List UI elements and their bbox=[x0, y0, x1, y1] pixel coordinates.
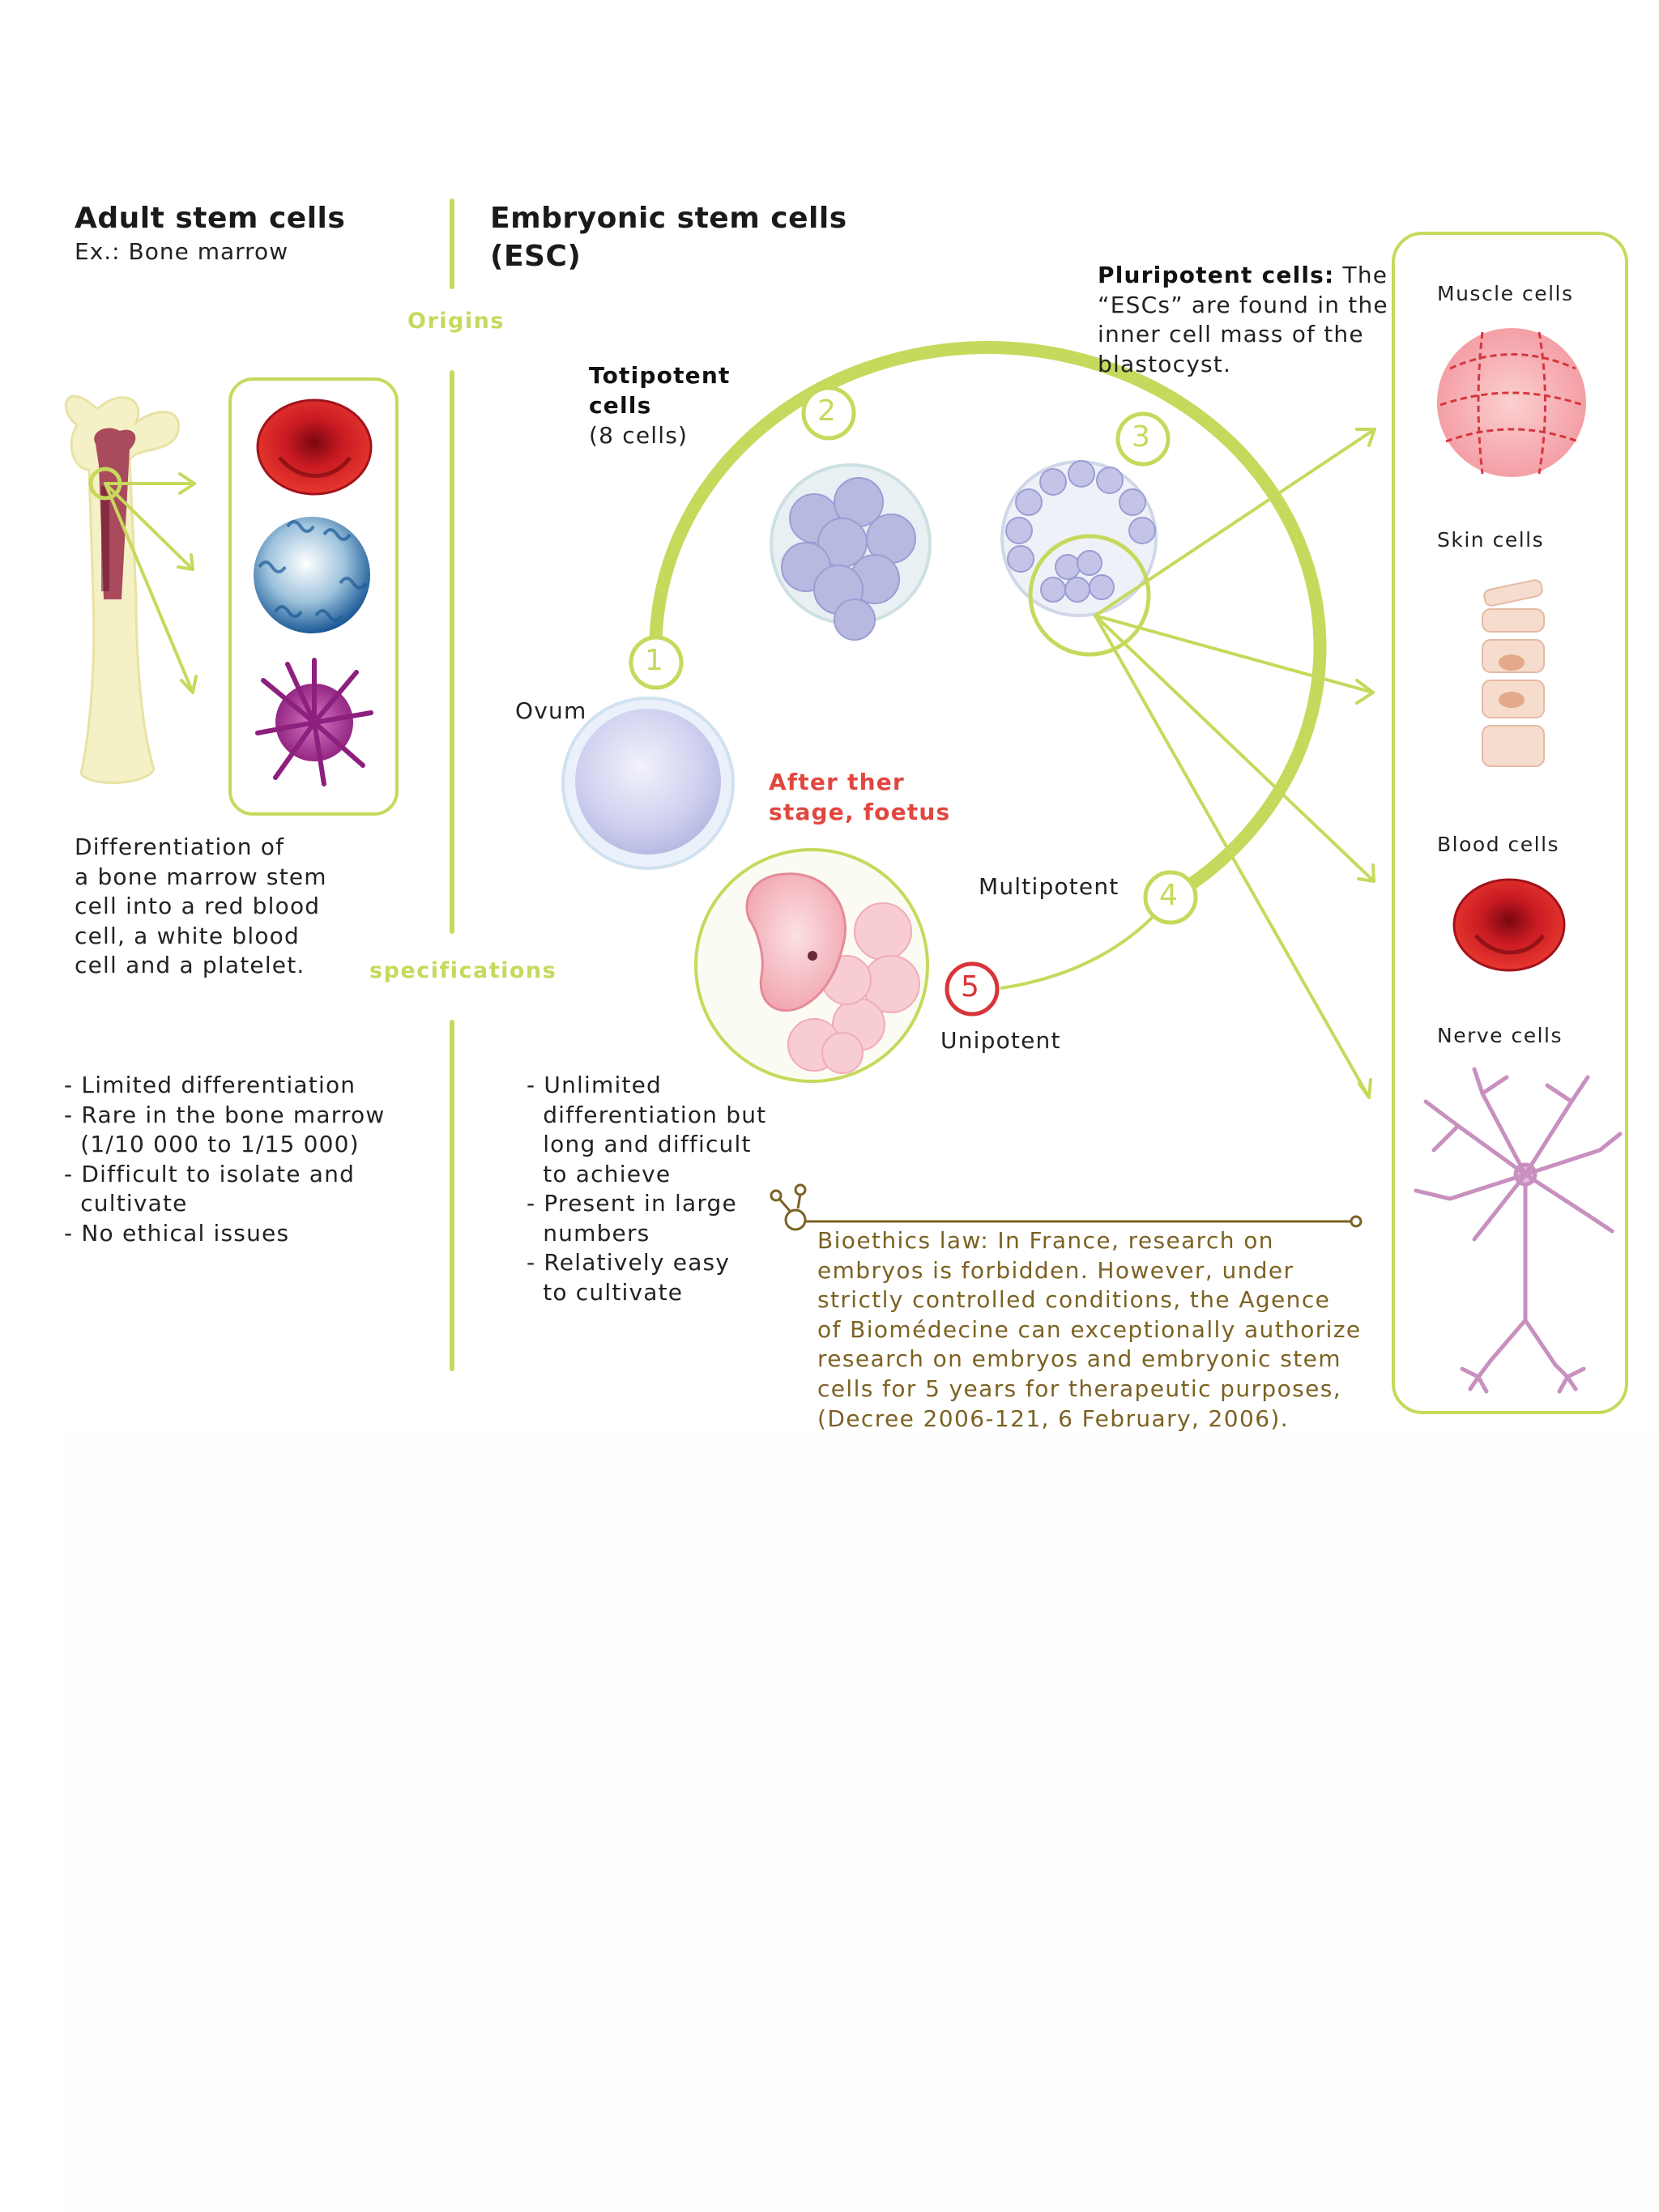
stage-5-number: 5 bbox=[961, 970, 979, 1004]
adult-example: Ex.: Bone marrow bbox=[75, 238, 289, 265]
pluripotent-text-1: The bbox=[1334, 262, 1388, 288]
differentiation-arrows bbox=[1094, 428, 1376, 1099]
bone-illustration bbox=[64, 394, 198, 784]
pluripotent-title: Pluripotent cells: bbox=[1098, 262, 1335, 288]
totipotent-title: Totipotent cells bbox=[589, 362, 731, 419]
stage-5-marker bbox=[945, 961, 1000, 1016]
pluripotent-text-2: “ESCs” are found in the inner cell mass … bbox=[1098, 291, 1388, 377]
esc-title-line-1: Embryonic stem cells bbox=[490, 202, 847, 235]
unipotent-label: Unipotent bbox=[940, 1027, 1061, 1054]
after-stage-foetus-label: After ther stage, foetus bbox=[769, 769, 951, 825]
muscle-cells-label: Muscle cells bbox=[1437, 282, 1574, 305]
esc-specs-list: - Unlimited differentiation but long and… bbox=[527, 1072, 767, 1306]
specifications-label: specifications bbox=[369, 958, 557, 983]
esc-title: Embryonic stem cells (ESC) bbox=[490, 200, 847, 276]
differentiated-cells-panel bbox=[1392, 232, 1628, 1414]
stage-markers bbox=[629, 386, 1198, 925]
marrow-products-box bbox=[228, 377, 399, 816]
blood-cells-label: Blood cells bbox=[1437, 833, 1560, 856]
multipotent-label: Multipotent bbox=[979, 873, 1120, 900]
esc-title-line-2: (ESC) bbox=[490, 239, 582, 273]
ovum-label: Ovum bbox=[515, 697, 587, 724]
adult-stem-cells-title: Adult stem cells bbox=[75, 202, 346, 235]
ovum-illustration bbox=[561, 697, 735, 870]
multipotent-to-unipotent-curve bbox=[1000, 896, 1172, 990]
muscle-cell-illustration bbox=[1437, 328, 1586, 477]
nerve-cells-label: Nerve cells bbox=[1437, 1024, 1563, 1047]
origins-label: Origins bbox=[407, 309, 505, 334]
lower-background bbox=[65, 1434, 1659, 2212]
skin-cells-label: Skin cells bbox=[1437, 528, 1545, 552]
stage-3-number: 3 bbox=[1132, 420, 1150, 454]
skin-cell-illustration bbox=[1482, 579, 1545, 767]
nerve-cell-illustration bbox=[1414, 1067, 1623, 1394]
platelet-illustration bbox=[255, 658, 373, 786]
pluripotent-description: Pluripotent cells: The “ESCs” are found … bbox=[1098, 261, 1388, 379]
bioethics-connector bbox=[770, 1183, 1363, 1231]
stage-1-number: 1 bbox=[645, 644, 663, 677]
differentiation-caption: Differentiation of a bone marrow stem ce… bbox=[75, 833, 327, 978]
stage-2-number: 2 bbox=[817, 394, 836, 428]
red-blood-cell-illustration bbox=[256, 399, 373, 496]
stage-4-number: 4 bbox=[1159, 879, 1178, 912]
development-arc bbox=[649, 341, 1327, 904]
blood-cell-illustration bbox=[1452, 878, 1566, 972]
totipotent-note: (8 cells) bbox=[589, 422, 689, 449]
morula-illustration bbox=[770, 463, 932, 641]
bioethics-law-text: Bioethics law: In France, research on em… bbox=[817, 1227, 1362, 1432]
foetus-illustration bbox=[694, 848, 929, 1083]
white-blood-cell-illustration bbox=[254, 517, 370, 633]
blastocyst-illustration bbox=[1000, 460, 1158, 657]
adult-specs-list: - Limited differentiation - Rare in the … bbox=[64, 1072, 386, 1247]
